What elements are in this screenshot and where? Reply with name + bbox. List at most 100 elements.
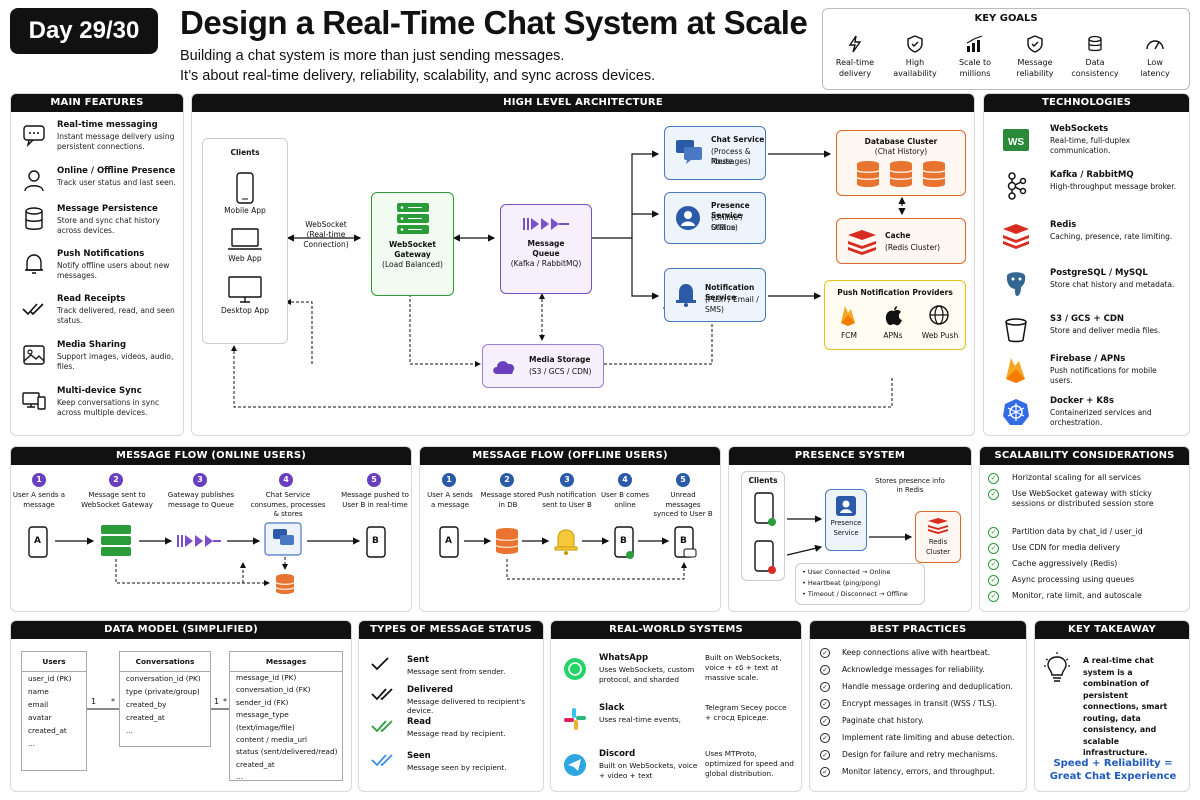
users-table-title: Users — [22, 652, 86, 672]
user-icon — [24, 170, 44, 192]
gauge-icon — [1146, 40, 1164, 50]
goal-label: Low — [1147, 58, 1163, 67]
tech-title: S3 / GCS + CDN — [1050, 314, 1125, 324]
gateway-line: WebSocket — [389, 240, 436, 249]
presence-title: PRESENCE SYSTEM — [729, 447, 971, 465]
table-field: created_at — [28, 726, 67, 735]
practice-text: Implement rate limiting and abuse detect… — [842, 733, 1015, 742]
check-icon: ✓ — [988, 473, 999, 484]
practice-text: Monitor latency, errors, and throughput. — [842, 767, 995, 776]
goal-realtime: Real-time delivery — [827, 35, 883, 79]
database-icon — [1088, 35, 1102, 52]
table-field: type (private/group) — [126, 687, 200, 696]
svg-text:WS: WS — [1008, 137, 1024, 148]
ws-line: Connection) — [303, 240, 349, 249]
tech-title: Firebase / APNs — [1050, 354, 1126, 364]
globe-icon — [929, 305, 949, 325]
gateway-line: (Load Balanced) — [382, 260, 443, 269]
step-number: 1 — [32, 473, 46, 487]
step-text: Message pushed to User B in real-time — [341, 491, 409, 509]
bell-icon — [676, 284, 696, 307]
database-cylinders-icon — [856, 161, 946, 187]
flow-online-panel: MESSAGE FLOW (ONLINE USERS) 1 2 3 4 5 Us… — [10, 446, 412, 612]
postgres-icon — [1006, 272, 1026, 296]
step-text: User A sends a message — [12, 491, 66, 509]
chat-service-box: Chat Service (Process & Route Messages) — [664, 126, 766, 180]
redis-icon — [928, 518, 948, 534]
scalability-text: Monitor, rate limit, and autoscale — [1012, 591, 1142, 600]
table-field: message_id (PK) — [236, 673, 297, 682]
tech-desc: Real-time, full-duplex communication. — [1050, 136, 1131, 155]
goal-label: Real-time — [835, 58, 875, 67]
goal-label: availability — [893, 69, 937, 78]
practice-text: Keep connections alive with heartbeat. — [842, 648, 991, 657]
practice-text: Paginate chat history. — [842, 716, 924, 725]
system-desc-secondary: Telegram Ѕесеу россе + сгосд Εріседе. — [705, 703, 787, 722]
phone-b-label: B — [680, 536, 687, 546]
conversations-table: Conversations conversation_id (PK) type … — [119, 651, 211, 747]
bell-icon — [25, 254, 43, 274]
scalability-text: Async processing using queues — [1012, 575, 1135, 584]
presence-legend: • User Connected → Online • Heartbeat (p… — [795, 563, 925, 605]
presence-panel: PRESENCE SYSTEM Clients Presence Service… — [728, 446, 972, 612]
cache-box: Cache (Redis Cluster) — [836, 218, 966, 264]
goal-label: delivery — [838, 69, 872, 78]
feature-title: Multi-device Sync — [57, 386, 142, 396]
practice-text: Encrypt messages in transit (WSS / TLS). — [842, 699, 998, 708]
day-badge: Day 29/30 — [10, 8, 158, 54]
notification-service-title: Notification Service — [705, 283, 755, 302]
system-desc: Built on WebSockets, voice + video + tex… — [599, 761, 698, 780]
scalability-panel: SCALABILITY CONSIDERATIONS ✓Horizontal s… — [979, 446, 1190, 612]
feature-title: Message Persistence — [57, 204, 158, 214]
table-field: created_at — [236, 759, 275, 769]
flow-online-title: MESSAGE FLOW (ONLINE USERS) — [11, 447, 411, 465]
database-icon — [25, 207, 43, 230]
system-title: WhatsApp — [599, 653, 649, 663]
db-title: Database Cluster — [864, 137, 938, 146]
takeaway-footer-line: Speed + Reliability = — [1053, 758, 1173, 769]
key-takeaway-title: KEY TAKEAWAY — [1035, 621, 1189, 639]
firebase-icon — [841, 306, 855, 326]
tech-title: PostgreSQL / MySQL — [1050, 268, 1148, 278]
feature-title: Real-time messaging — [57, 120, 158, 130]
shield-icon — [907, 35, 923, 53]
bucket-icon — [1005, 318, 1027, 343]
flow-offline-panel: MESSAGE FLOW (OFFLINE USERS) 1 2 3 4 5 U… — [419, 446, 721, 612]
table-field: ... — [126, 726, 133, 735]
step-number: 5 — [367, 473, 381, 487]
legend-row: • Timeout / Disconnect → Offline — [802, 590, 908, 598]
tech-desc: Caching, presence, rate limiting. — [1050, 232, 1173, 241]
table-field: email — [28, 700, 49, 709]
status-title: Sent — [407, 655, 430, 665]
scale-chart-icon — [966, 35, 983, 52]
redis-icon — [1003, 224, 1029, 249]
push-providers-box: Push Notification Providers FCM APNs Web… — [824, 280, 966, 350]
table-field: ... — [28, 739, 35, 748]
table-field: ... — [236, 772, 243, 782]
page-title: Design a Real-Time Chat System at Scale — [180, 4, 808, 41]
status-desc: Message read by recipient. — [407, 729, 506, 738]
goal-label: reliability — [1016, 69, 1054, 78]
ws-line: WebSocket — [305, 220, 347, 229]
goal-label: Scale to — [958, 58, 992, 67]
mobile-app-label: Mobile App — [224, 206, 266, 215]
apns-label: APNs — [883, 331, 903, 340]
db-line: (Chat History) — [874, 147, 928, 156]
legend-event: Heartbeat (ping/pong) — [807, 579, 881, 587]
table-field: sender_id (FK) — [236, 697, 289, 707]
message-status-title: TYPES OF MESSAGE STATUS — [359, 621, 543, 639]
scalability-text: Use WebSocket gateway with sticky sessio… — [1012, 489, 1154, 508]
kubernetes-icon — [1003, 399, 1029, 425]
step-number: 4 — [279, 473, 293, 487]
flow-offline-title: MESSAGE FLOW (OFFLINE USERS) — [420, 447, 720, 465]
real-world-item: Slack Uses real-time events, Telegram Ѕе… — [559, 703, 795, 751]
status-title: Read — [407, 717, 432, 727]
